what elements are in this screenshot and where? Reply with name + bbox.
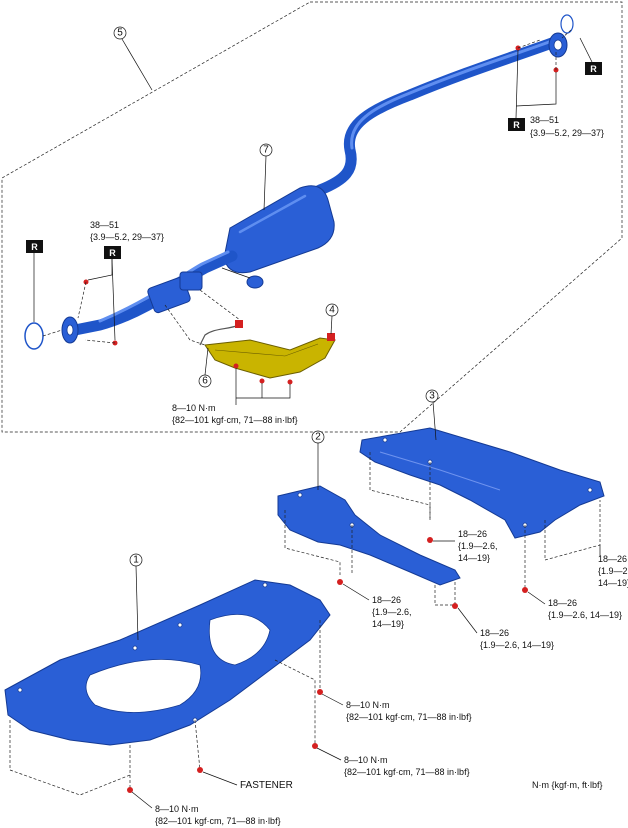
svg-text:18—26: 18—26 xyxy=(372,595,401,605)
replace-mark-rear-bolts: R xyxy=(508,49,557,131)
torque-cover3-bottom: 18—26 {1.9—2.6, 14—19} xyxy=(527,591,622,620)
svg-text:{1.9—2.6, 14—19}: {1.9—2.6, 14—19} xyxy=(480,640,554,650)
svg-text:14—19}: 14—19} xyxy=(598,578,628,588)
exhaust-group-boundary xyxy=(1,1,623,433)
svg-text:18—26: 18—26 xyxy=(458,529,487,539)
svg-text:14—19}: 14—19} xyxy=(372,619,404,629)
svg-text:{3.9—5.2, 29—37}: {3.9—5.2, 29—37} xyxy=(90,232,164,242)
svg-text:7: 7 xyxy=(263,145,269,156)
svg-text:{82—101 kgf·cm, 71—88 in·lbf}: {82—101 kgf·cm, 71—88 in·lbf} xyxy=(346,712,472,722)
svg-text:{1.9—2.6,: {1.9—2.6, xyxy=(372,607,412,617)
heat-shield xyxy=(204,337,336,379)
svg-text:FASTENER: FASTENER xyxy=(240,780,293,791)
units-note: N·m {kgf·m, ft·lbf} xyxy=(532,780,603,790)
svg-text:5: 5 xyxy=(117,28,123,39)
callout-2: 2 xyxy=(311,430,325,490)
torque-front-flange: 38—51 {3.9—5.2, 29—37} xyxy=(90,220,164,242)
under-cover-3 xyxy=(359,427,605,539)
svg-text:R: R xyxy=(590,64,597,74)
svg-text:14—19}: 14—19} xyxy=(458,553,490,563)
svg-text:38—51: 38—51 xyxy=(530,115,559,125)
svg-text:R: R xyxy=(513,120,520,130)
svg-text:R: R xyxy=(109,248,116,258)
torque-cover1-b: 8—10 N·m {82—101 kgf·cm, 71—88 in·lbf} xyxy=(316,747,470,777)
svg-text:{82—101 kgf·cm, 71—88 in·lbf}: {82—101 kgf·cm, 71—88 in·lbf} xyxy=(155,816,281,826)
svg-text:3: 3 xyxy=(429,391,435,402)
torque-cover1-a: 8—10 N·m {82—101 kgf·cm, 71—88 in·lbf} xyxy=(321,693,472,722)
svg-text:{1.9—2.6,: {1.9—2.6, xyxy=(458,541,498,551)
exhaust-pipe-assembly xyxy=(61,32,568,344)
svg-text:8—10 N·m: 8—10 N·m xyxy=(344,755,388,765)
torque-heat-shield: 8—10 N·m {82—101 kgf·cm, 71—88 in·lbf} xyxy=(172,368,298,425)
callout-7: 7 xyxy=(259,143,273,211)
svg-text:{1.9—2.6, 14—19}: {1.9—2.6, 14—19} xyxy=(548,610,622,620)
callout-1: 1 xyxy=(129,553,143,641)
svg-text:{1.9—2.6,: {1.9—2.6, xyxy=(598,566,628,576)
under-cover-2 xyxy=(277,485,461,586)
torque-cover3-left: 18—26 {1.9—2.6, 14—19} xyxy=(433,529,498,563)
heat-shield-connector xyxy=(327,333,335,341)
svg-text:6: 6 xyxy=(202,376,208,387)
svg-text:{82—101 kgf·cm, 71—88 in·lbf}: {82—101 kgf·cm, 71—88 in·lbf} xyxy=(172,415,298,425)
svg-text:8—10 N·m: 8—10 N·m xyxy=(155,804,199,814)
torque-cover2-right: 18—26 {1.9—2.6, 14—19} xyxy=(457,607,554,650)
o2-sensor-connector xyxy=(235,320,243,328)
svg-text:4: 4 xyxy=(329,305,335,316)
rear-gasket xyxy=(560,14,574,34)
svg-text:18—26: 18—26 xyxy=(598,554,627,564)
torque-cover3-right: 18—26 {1.9—2.6, 14—19} xyxy=(598,545,628,588)
svg-text:{82—101 kgf·cm, 71—88 in·lbf}: {82—101 kgf·cm, 71—88 in·lbf} xyxy=(344,767,470,777)
svg-text:8—10 N·m: 8—10 N·m xyxy=(346,700,390,710)
callout-5: 5 xyxy=(113,26,153,91)
svg-text:18—26: 18—26 xyxy=(480,628,509,638)
svg-text:38—51: 38—51 xyxy=(90,220,119,230)
svg-text:{3.9—5.2, 29—37}: {3.9—5.2, 29—37} xyxy=(530,128,604,138)
torque-cover2-mid: 18—26 {1.9—2.6, 14—19} xyxy=(342,583,412,629)
svg-text:8—10 N·m: 8—10 N·m xyxy=(172,403,216,413)
callout-4: 4 xyxy=(325,303,339,335)
svg-text:1: 1 xyxy=(133,555,139,566)
fastener-label: FASTENER xyxy=(202,771,293,791)
svg-text:2: 2 xyxy=(315,432,321,443)
callout-6: 6 xyxy=(198,347,212,388)
torque-rear-flange: 38—51 {3.9—5.2, 29—37} xyxy=(530,115,604,138)
front-gasket xyxy=(24,322,44,350)
replace-mark-front-gasket: R xyxy=(26,240,43,322)
under-cover-1 xyxy=(4,579,331,746)
replace-mark-rear: R xyxy=(579,37,602,75)
svg-text:R: R xyxy=(31,242,38,252)
replace-mark-front-bolts: R xyxy=(87,246,121,341)
callout-3: 3 xyxy=(425,389,439,441)
torque-cover1-c: 8—10 N·m {82—101 kgf·cm, 71—88 in·lbf} xyxy=(131,791,281,826)
svg-text:18—26: 18—26 xyxy=(548,598,577,608)
